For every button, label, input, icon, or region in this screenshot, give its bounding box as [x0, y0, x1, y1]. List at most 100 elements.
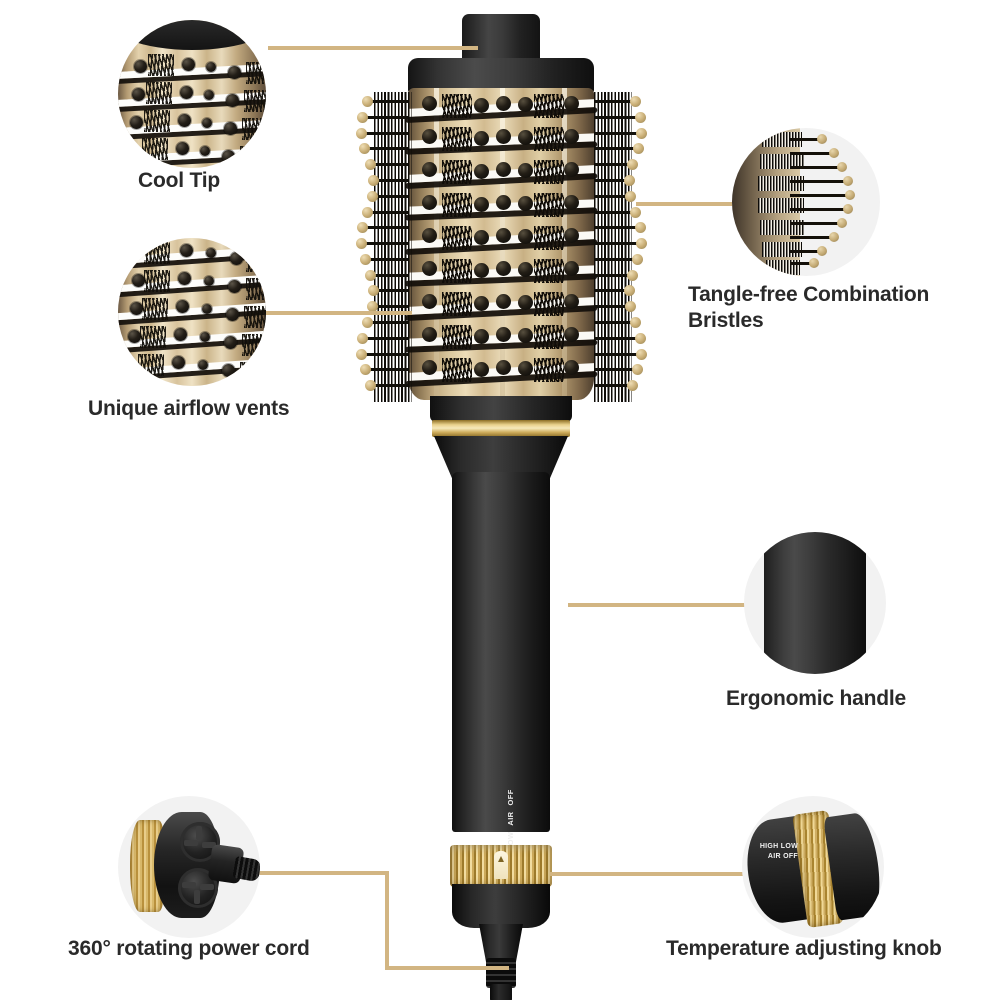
barrel-bristle-base [518, 262, 533, 277]
callout-label-temperature-knob: Temperature adjusting knob [666, 937, 942, 960]
side-bristle-pin [374, 305, 408, 309]
side-bristle-ball-tip [359, 143, 371, 155]
side-bristle-ball-tip [357, 111, 369, 123]
handle-closeup-icon [763, 532, 867, 674]
side-bristle-ball-tip [627, 159, 639, 171]
barrel-bristle-base [474, 230, 489, 245]
barrel-bristle-base [518, 229, 533, 244]
swivel-connector-icon [118, 796, 260, 938]
side-bristle-pin [375, 289, 408, 293]
barrel-vent-closeup-icon [118, 20, 266, 168]
knob-label-air: AIR [505, 811, 515, 826]
barrel-bristle-base [518, 361, 533, 376]
side-bristle-pin [594, 368, 635, 372]
product-handle [452, 472, 550, 832]
side-bristle-pin [364, 242, 408, 246]
side-bristle-ball-tip [630, 317, 642, 329]
barrel-bristle-base [518, 163, 533, 178]
side-bristle-pin [372, 163, 408, 167]
side-bristle-pin [367, 257, 408, 261]
barrel-bristle-base [564, 162, 579, 177]
barrel-bristle-base [422, 228, 437, 243]
callout-label-cool-tip: Cool Tip [138, 169, 221, 192]
barrel-bristle-base [518, 328, 533, 343]
barrel-bristle-tuft [442, 325, 472, 349]
side-bristle-pin [594, 242, 638, 246]
side-bristle-ball-tip [359, 253, 371, 265]
side-bristle-pin [365, 336, 408, 340]
barrel-bristle-base [496, 195, 511, 210]
side-bristle-ball-tip [634, 332, 646, 344]
barrel-bristle-base [422, 294, 437, 309]
side-bristle-ball-tip [357, 222, 369, 234]
side-bristle-ball-tip [364, 269, 376, 281]
side-bristle-ball-tip [630, 96, 641, 107]
barrel-bristle-base [496, 327, 511, 342]
barrel-bristle-base [564, 228, 579, 243]
leader-line-power-cord-c [385, 966, 509, 970]
callout-circle-temperature-knob: HIGH LOW AIR OFF [742, 796, 884, 938]
side-bristle-ball-tip [356, 127, 368, 139]
barrel-bristle-base [496, 129, 511, 144]
side-bristle-pin [594, 384, 630, 388]
side-bristle-ball-tip [366, 301, 378, 313]
side-bristle-pin [370, 100, 408, 103]
side-bristle-tuft [594, 376, 632, 403]
leader-line-bristles [636, 202, 738, 206]
side-bristle-pin [365, 226, 408, 230]
barrel-bristle-base [496, 228, 511, 243]
side-bristle-pin [594, 100, 632, 103]
side-bristle-ball-tip [361, 317, 373, 329]
side-bristle-ball-tip [361, 206, 373, 218]
side-bristle-ball-tip [359, 364, 371, 376]
side-bristle-ball-tip [635, 127, 647, 139]
barrel-bristle-base [474, 263, 489, 278]
callout-label-power-cord: 360° rotating power cord [68, 937, 310, 960]
side-bristle-pin [594, 226, 637, 230]
barrel-bristle-tuft [442, 127, 472, 151]
barrel-bristle-base [474, 131, 489, 146]
knob-pointer-indicator [494, 851, 508, 879]
barrel-bristle-tuft [534, 94, 564, 118]
bristle-closeup-icon [732, 128, 880, 276]
barrel-bristle-base [496, 294, 511, 309]
barrel-bristle-base [474, 296, 489, 311]
callout-label-bristles: Tangle-free Combination Bristles [688, 283, 930, 332]
knob-label-off: OFF [505, 789, 515, 806]
side-bristle-pin [367, 368, 408, 372]
side-bristle-ball-tip [625, 190, 637, 202]
barrel-bristle-base [564, 96, 579, 111]
callout-circle-bristles [732, 128, 880, 276]
barrel-bristle-tuft [442, 226, 472, 250]
side-bristle-ball-tip [356, 348, 368, 360]
leader-line-temperature-knob [550, 872, 750, 876]
barrel-bristle-base [564, 195, 579, 210]
barrel-bristle-tuft [534, 259, 564, 283]
barrel-bristle-base [518, 130, 533, 145]
barrel-bristle-base [422, 162, 437, 177]
side-bristle-ball-tip [627, 380, 639, 392]
barrel-bristle-base [422, 327, 437, 342]
barrel-bristle-tuft [442, 160, 472, 184]
side-bristle-pin [594, 336, 637, 340]
side-bristle-pin [364, 352, 408, 356]
side-bristle-pin [594, 115, 637, 119]
side-bristle-pin [594, 352, 638, 356]
leader-line-cool-tip [268, 46, 478, 50]
barrel-bristle-base [564, 261, 579, 276]
barrel-bristle-base [422, 261, 437, 276]
side-bristle-pin [594, 305, 628, 309]
barrel-bristle-tuft [442, 94, 472, 118]
side-bristle-ball-tip [634, 111, 646, 123]
side-bristle-ball-tip [356, 238, 368, 250]
side-bristle-ball-tip [624, 174, 636, 186]
side-bristle-pin [369, 321, 408, 325]
callout-label-handle: Ergonomic handle [726, 687, 906, 710]
barrel-bristle-base [564, 294, 579, 309]
leader-line-handle [568, 603, 760, 607]
barrel-bristle-tuft [534, 127, 564, 151]
side-bristle-ball-tip [635, 238, 647, 250]
side-bristle-tuft [374, 376, 412, 403]
